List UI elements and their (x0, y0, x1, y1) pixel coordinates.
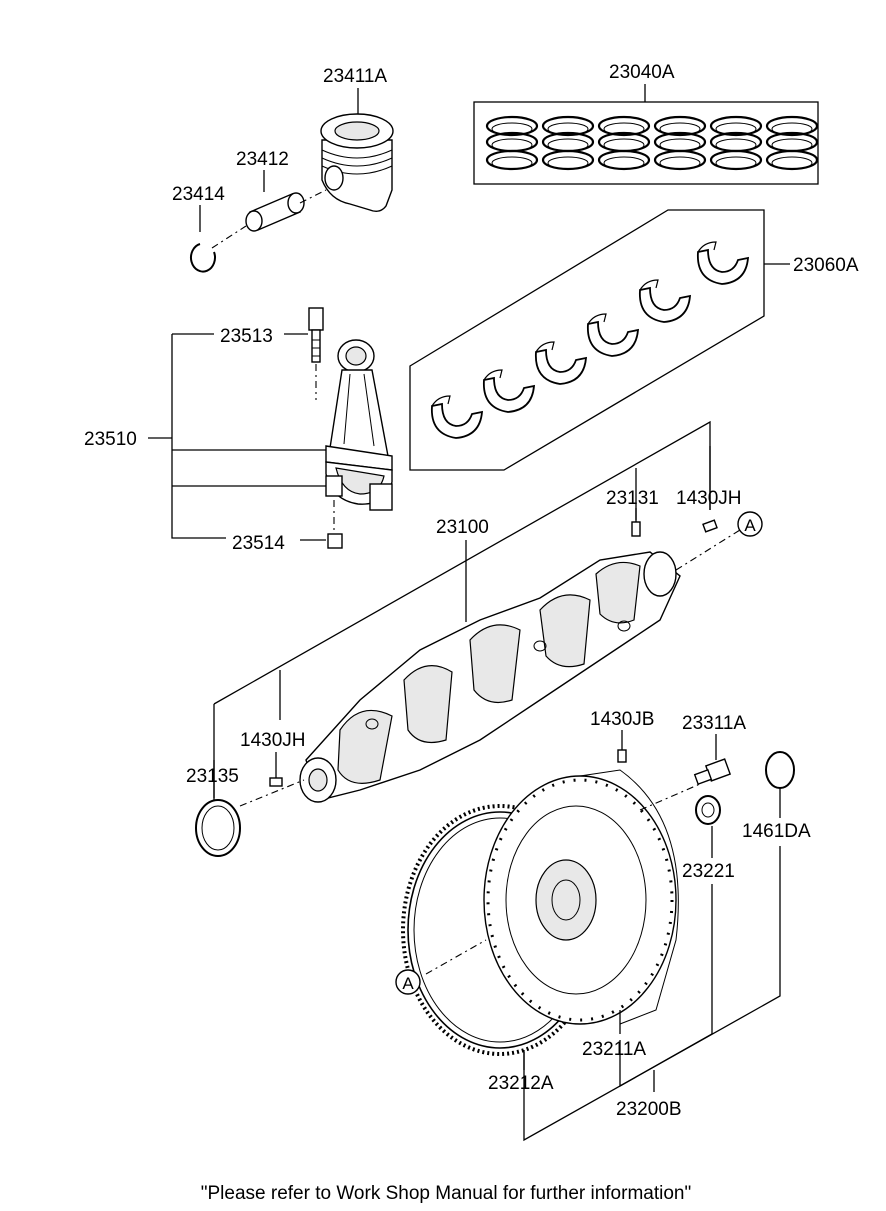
piston-drawing (320, 113, 394, 213)
label-1430jb: 1430JB (590, 709, 654, 730)
label-23135: 23135 (186, 766, 239, 787)
label-23200b: 23200B (616, 1099, 682, 1120)
bearing-shell-shape (639, 286, 691, 323)
label-23311a: 23311A (682, 713, 746, 734)
bearing-shell-edge-shape (697, 241, 717, 253)
svg-text:A: A (744, 516, 756, 535)
bearing-shell-shape (587, 320, 639, 357)
flywheel-group (401, 730, 795, 1142)
label-23411a: 23411A (323, 66, 387, 87)
connecting-rod-drawing (325, 339, 393, 511)
svg-text:A: A (402, 974, 414, 993)
label-23100: 23100 (436, 517, 489, 538)
reference-a-top: A (737, 511, 763, 537)
dowel-pin-23131 (631, 521, 641, 537)
piston-rings-group (473, 84, 819, 185)
piston-pin-drawing (245, 192, 305, 232)
piston-ring-inner-shape (771, 156, 813, 170)
footer-note: "Please refer to Work Shop Manual for fu… (201, 1183, 691, 1204)
piston-ring-inner-shape (547, 156, 589, 170)
reference-a-bottom: A (395, 969, 421, 995)
flywheel-bolt-drawing (693, 758, 732, 785)
piston-ring-inner-shape (715, 122, 757, 136)
label-23221: 23221 (682, 861, 735, 882)
pin-1430jb (617, 749, 627, 763)
piston-ring-inner-shape (547, 138, 589, 152)
piston-ring-inner-shape (491, 156, 533, 170)
snap-ring-drawing (189, 243, 216, 273)
piston-ring-inner-shape (659, 156, 701, 170)
piston-ring-inner-shape (659, 122, 701, 136)
bearing-shell-edge-shape (431, 395, 451, 407)
label-1430jh-top: 1430JH (676, 488, 742, 509)
piston-ring-inner-shape (603, 156, 645, 170)
pilot-bushing-drawing (695, 795, 721, 825)
bearing-shell-edge-shape (639, 279, 659, 291)
pin-1430jh-left (269, 777, 283, 787)
piston-ring-inner-shape (603, 122, 645, 136)
bearing-shell-edge-shape (535, 341, 555, 353)
rod-nut-drawing (327, 533, 343, 549)
crankshaft-drawing (299, 551, 681, 803)
piston-ring-inner-shape (715, 138, 757, 152)
piston-ring-inner-shape (547, 122, 589, 136)
bearing-shell-edge-shape (483, 369, 503, 381)
label-23414: 23414 (172, 184, 225, 205)
label-23211a: 23211A (582, 1039, 646, 1060)
label-23040a: 23040A (609, 62, 675, 83)
bearing-shell-shape (697, 248, 749, 285)
bearing-shell-shape (431, 402, 483, 439)
piston-ring-inner-shape (771, 122, 813, 136)
piston-ring-inner-shape (659, 138, 701, 152)
bearing-shell-shape (483, 376, 535, 413)
label-23060a: 23060A (793, 255, 859, 276)
ring-sets (485, 115, 819, 171)
rod-bolt-drawing (308, 307, 324, 363)
label-23510: 23510 (84, 429, 137, 450)
bearing-shell-shape (535, 348, 587, 385)
label-23212a: 23212A (488, 1073, 554, 1094)
piston-ring-inner-shape (715, 156, 757, 170)
connecting-rod-group (148, 307, 393, 549)
flywheel-drawing (483, 769, 679, 1025)
bearing-shells (431, 241, 749, 439)
piston-ring-inner-shape (771, 138, 813, 152)
piston-ring-inner-shape (603, 138, 645, 152)
piston-group (189, 88, 394, 273)
pin-1430jh-top (702, 519, 718, 533)
rear-oil-seal-drawing (195, 799, 241, 857)
label-1430jh-left: 1430JH (240, 730, 306, 751)
label-23514: 23514 (232, 533, 285, 554)
main-bearings-group (409, 209, 790, 471)
crankshaft-group (195, 420, 741, 857)
front-seal-drawing (765, 751, 795, 789)
piston-ring-inner-shape (491, 122, 533, 136)
label-23513: 23513 (220, 326, 273, 347)
piston-ring-inner-shape (491, 138, 533, 152)
label-1461da: 1461DA (742, 821, 811, 842)
label-23412: 23412 (236, 149, 289, 170)
bearing-shell-edge-shape (587, 313, 607, 325)
label-23131: 23131 (606, 488, 659, 509)
